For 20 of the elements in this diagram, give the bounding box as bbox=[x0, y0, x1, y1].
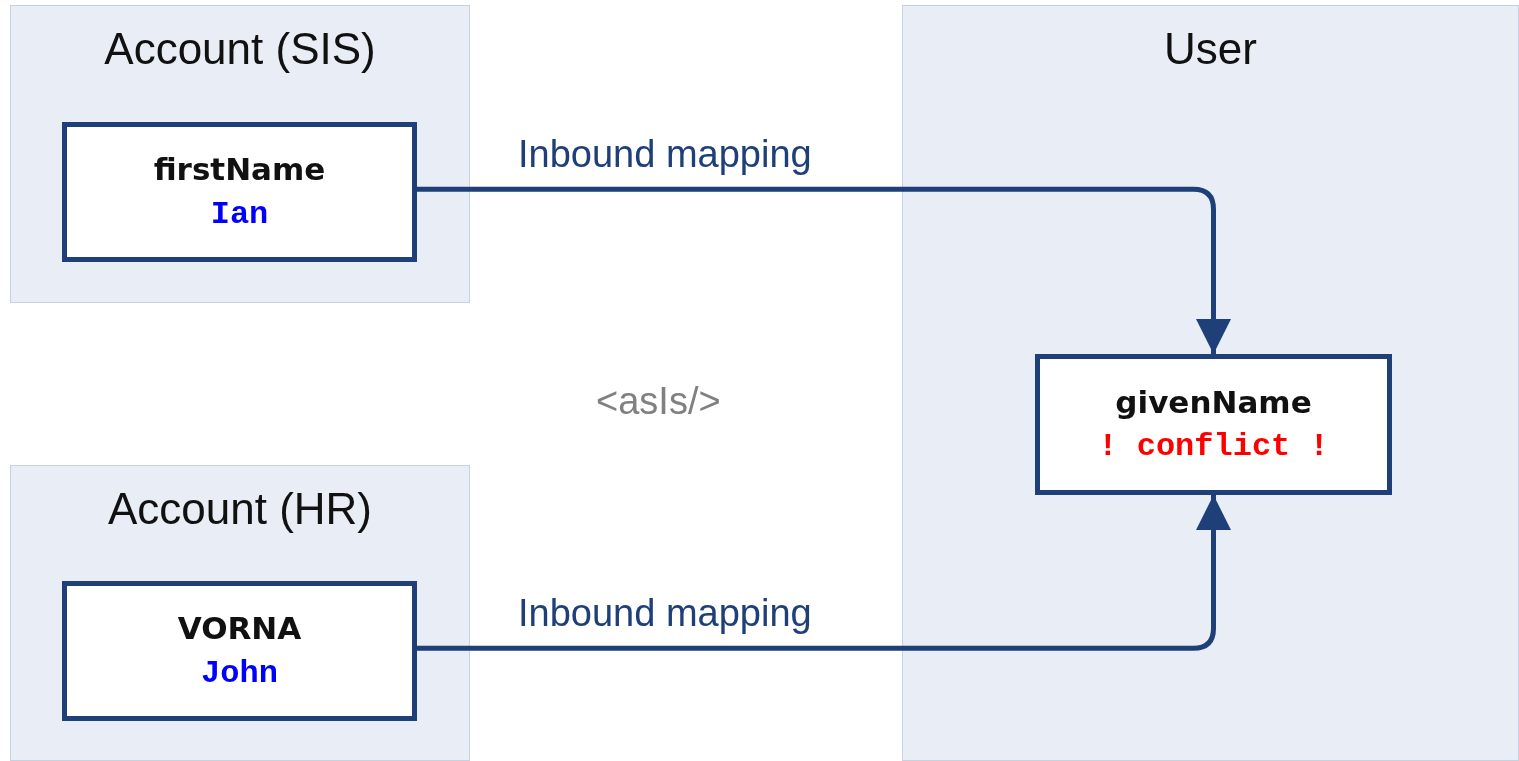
field-value: ! conflict ! bbox=[1098, 427, 1329, 468]
field-name: VORNA bbox=[177, 609, 302, 649]
group-panel bbox=[902, 5, 1519, 761]
panel-title: Account (HR) bbox=[107, 484, 373, 533]
arrow bbox=[417, 495, 1231, 651]
panel-title: Account (SIS) bbox=[104, 24, 376, 73]
edge-label: Inbound mapping bbox=[518, 592, 812, 635]
field-value: Ian bbox=[210, 194, 269, 235]
field-name: firstName bbox=[153, 150, 326, 190]
note-text: <asIs/> bbox=[596, 380, 721, 423]
field-box bbox=[62, 122, 417, 262]
group-panel bbox=[10, 5, 470, 303]
edge-label: Inbound mapping bbox=[518, 133, 812, 176]
field-name: givenName bbox=[1115, 382, 1312, 422]
group-panel bbox=[10, 465, 470, 761]
field-box bbox=[1035, 354, 1392, 495]
field-value: John bbox=[201, 653, 278, 694]
panel-title: User bbox=[1164, 24, 1257, 73]
field-box bbox=[62, 581, 417, 721]
arrow bbox=[417, 186, 1231, 354]
